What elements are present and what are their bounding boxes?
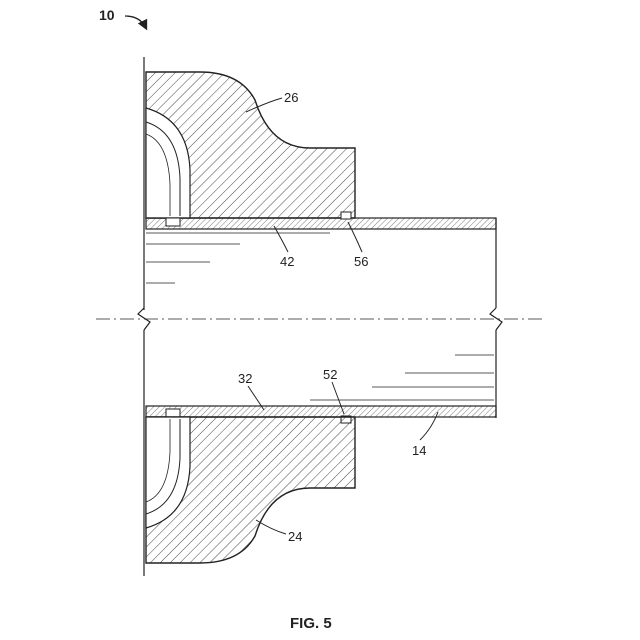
lower-tube-wall (146, 406, 496, 417)
lower-tab (166, 409, 180, 417)
ref-label-42: 42 (280, 254, 294, 269)
ref-label-14: 14 (412, 443, 426, 458)
ref-label-24: 24 (288, 529, 302, 544)
ref-label-52: 52 (323, 367, 337, 382)
upper-tab (166, 218, 180, 226)
assembly-ref-label: 10 (99, 7, 115, 23)
figure-caption: FIG. 5 (290, 615, 332, 632)
ref-label-32: 32 (238, 371, 252, 386)
assembly-arrow (125, 16, 146, 28)
ref-label-56: 56 (354, 254, 368, 269)
ref-label-26: 26 (284, 90, 298, 105)
leader-42 (274, 226, 288, 252)
upper-tube-wall (146, 218, 496, 229)
upper-notch-56 (341, 212, 351, 219)
